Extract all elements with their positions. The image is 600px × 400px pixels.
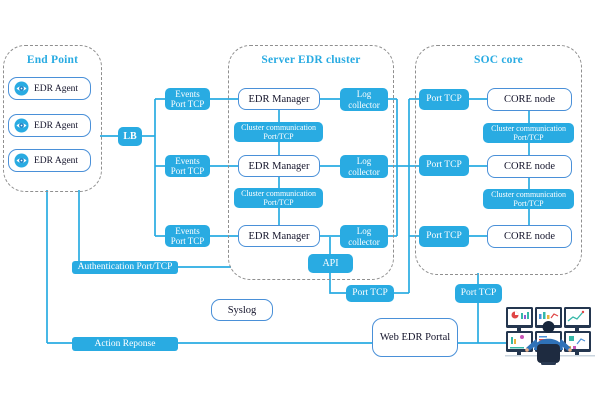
group-soc-core: SOC core (415, 45, 582, 275)
core-node: CORE node (487, 155, 572, 178)
edr-agent-node: EDR Agent (8, 77, 91, 100)
edr-agent-label: EDR Agent (34, 83, 79, 94)
edr-manager-node: EDR Manager (238, 155, 320, 177)
edr-agent-label: EDR Agent (34, 120, 79, 131)
cluster-comm-line2: Port/TCP (513, 133, 544, 142)
cluster-communication-node: Cluster communication Port/TCP (234, 188, 323, 208)
analyst-person (525, 321, 572, 365)
log-collector-node: Log collector (340, 155, 388, 178)
log-collector-line1: Log (356, 226, 372, 237)
events-label-line1: Events (175, 225, 200, 236)
web-edr-portal-node: Web EDR Portal (372, 318, 458, 357)
group-title-server-edr-cluster: Server EDR cluster (261, 54, 361, 66)
monitor-row-top (506, 307, 591, 328)
events-port-tcp-node: Events Port TCP (165, 225, 210, 247)
action-response-node: Action Reponse (72, 337, 178, 351)
cluster-comm-line1: Cluster communication (241, 188, 316, 198)
edr-manager-node: EDR Manager (238, 225, 320, 247)
group-end-point: End Point (3, 45, 102, 192)
analyst-monitors-illustration (505, 307, 595, 365)
syslog-node: Syslog (211, 299, 273, 321)
events-port-tcp-node: Events Port TCP (165, 155, 210, 177)
group-server-edr-cluster: Server EDR cluster (228, 45, 394, 280)
events-label-line2: Port TCP (170, 166, 205, 176)
load-balancer-node: LB (118, 127, 142, 146)
api-node: API (308, 254, 353, 273)
soc-port-tcp-node: Port TCP (419, 89, 469, 110)
core-node: CORE node (487, 225, 572, 248)
events-port-tcp-node: Events Port TCP (165, 88, 210, 110)
cluster-comm-line2: Port/TCP (263, 132, 294, 141)
events-label-line1: Events (175, 155, 200, 166)
eye-icon (14, 153, 29, 168)
events-label-line1: Events (175, 88, 200, 99)
cluster-communication-node: Cluster communication Port/TCP (483, 123, 574, 143)
api-port-tcp-node: Port TCP (346, 285, 394, 302)
soc-port-tcp-node: Port TCP (419, 226, 469, 247)
cluster-comm-line2: Port/TCP (263, 198, 294, 207)
edr-agent-label: EDR Agent (34, 155, 79, 166)
log-collector-node: Log collector (340, 88, 388, 111)
log-collector-line2: collector (348, 99, 380, 110)
edr-manager-node: EDR Manager (238, 88, 320, 110)
cluster-comm-line1: Cluster communication (491, 123, 566, 133)
events-label-line2: Port TCP (170, 236, 205, 246)
log-collector-node: Log collector (340, 225, 388, 248)
soc-lower-port-tcp-node: Port TCP (455, 284, 502, 303)
log-collector-line1: Log (356, 89, 372, 100)
core-node: CORE node (487, 88, 572, 111)
edr-agent-node: EDR Agent (8, 149, 91, 172)
soc-port-tcp-node: Port TCP (419, 155, 469, 176)
group-title-end-point: End Point (26, 54, 79, 66)
cluster-comm-line2: Port/TCP (513, 199, 544, 208)
authentication-port-node: Authentication Port/TCP (72, 261, 178, 274)
events-label-line2: Port TCP (170, 99, 205, 109)
group-title-soc-core: SOC core (474, 54, 523, 66)
edr-agent-node: EDR Agent (8, 114, 91, 137)
cluster-comm-line1: Cluster communication (491, 189, 566, 199)
cluster-communication-node: Cluster communication Port/TCP (234, 122, 323, 142)
eye-icon (14, 118, 29, 133)
cluster-comm-line1: Cluster communication (241, 122, 316, 132)
log-collector-line2: collector (348, 166, 380, 177)
cluster-communication-node: Cluster communication Port/TCP (483, 189, 574, 209)
log-collector-line2: collector (348, 236, 380, 247)
log-collector-line1: Log (356, 156, 372, 167)
eye-icon (14, 81, 29, 96)
